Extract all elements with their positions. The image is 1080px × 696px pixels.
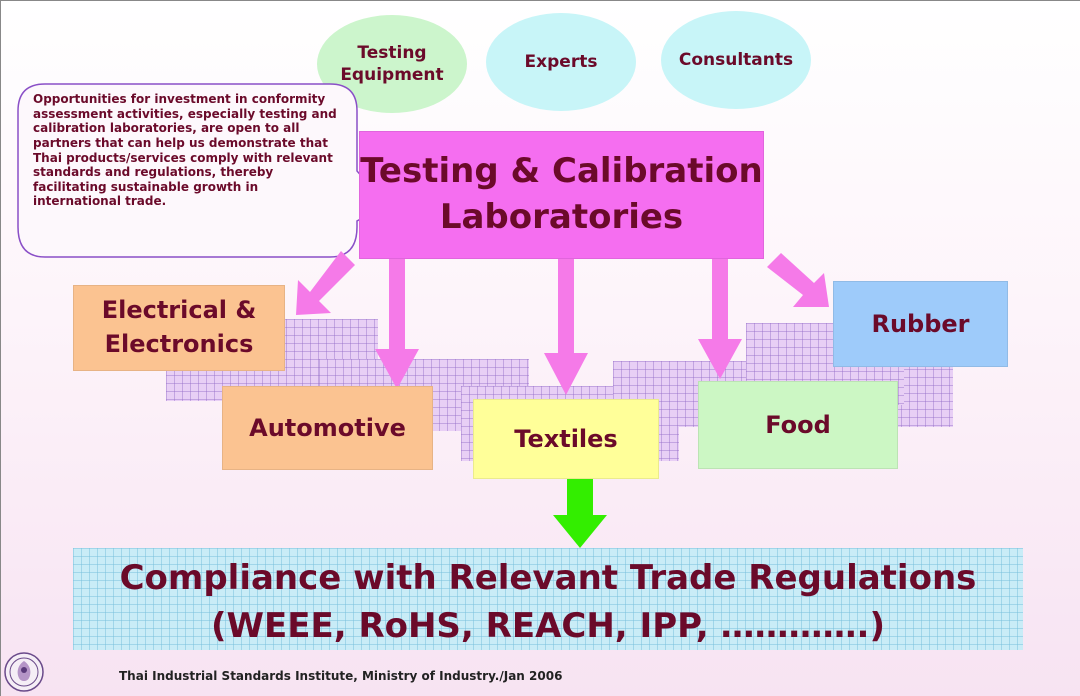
testing-calibration-labs-box: Testing & Calibration Laboratories (359, 131, 764, 259)
arrow-to-rubber (767, 253, 829, 307)
compliance-line1: Compliance with Relevant Trade Regulatio… (119, 558, 977, 598)
sector-automotive: Automotive (222, 386, 433, 470)
sector-rubber: Rubber (833, 281, 1008, 367)
compliance-banner: Compliance with Relevant Trade Regulatio… (73, 548, 1023, 650)
sector-food: Food (698, 381, 898, 469)
oval-consultants: Consultants (661, 11, 811, 109)
arrow-to-automotive (375, 259, 419, 389)
arrow-to-compliance (553, 478, 607, 548)
arrow-to-textiles (544, 259, 588, 395)
textiles-label: Textiles (514, 425, 618, 453)
center-title-line1: Testing & Calibration (360, 151, 763, 192)
arrow-to-food (698, 259, 742, 379)
center-title-line2: Laboratories (439, 197, 684, 237)
sector-electrical-electronics: Electrical & Electronics (73, 285, 285, 371)
footer-text: Thai Industrial Standards Institute, Min… (119, 669, 563, 683)
compliance-line2: (WEEE, RoHS, REACH, IPP, ………….) (210, 606, 886, 647)
callout-bubble-shape (17, 83, 389, 258)
arrow-to-electrical (296, 251, 355, 315)
electrical-line2: Electronics (104, 330, 254, 358)
sector-textiles: Textiles (473, 399, 659, 479)
rubber-label: Rubber (871, 310, 970, 338)
callout-text: Opportunities for investment in conformi… (33, 92, 337, 209)
oval-experts: Experts (486, 13, 636, 111)
electrical-line1: Electrical & (101, 296, 257, 325)
automotive-label: Automotive (249, 414, 406, 442)
food-label: Food (765, 411, 831, 439)
tisi-seal-logo (4, 652, 44, 692)
